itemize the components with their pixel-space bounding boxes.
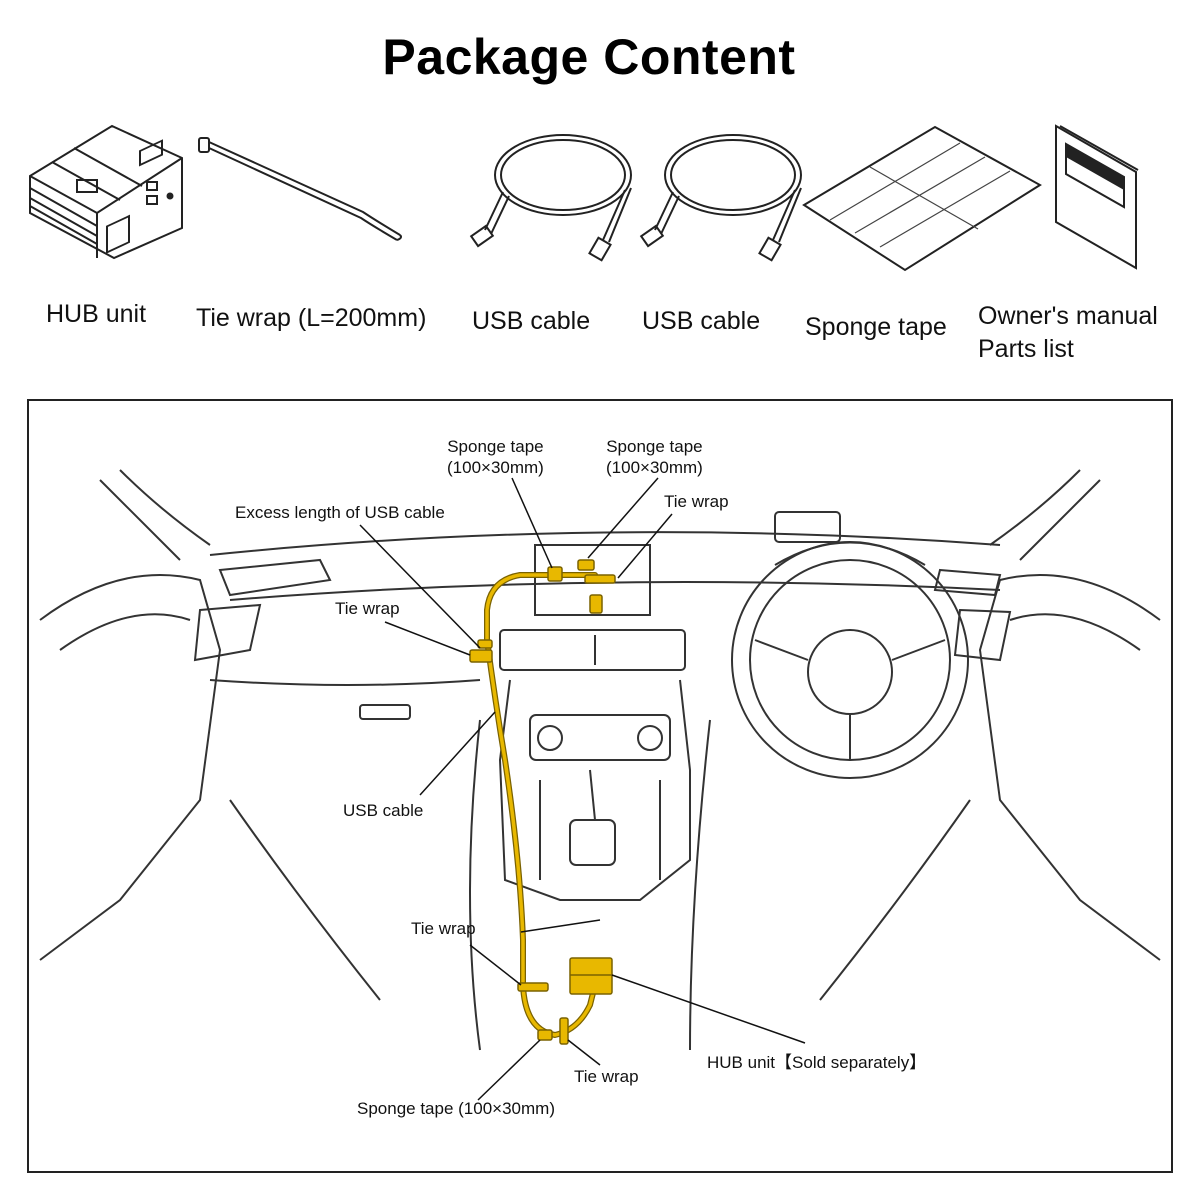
item-label-parts-list: Parts list [978, 335, 1074, 363]
item-label-tie-wrap: Tie wrap (L=200mm) [196, 304, 427, 332]
page-title: Package Content [382, 29, 796, 85]
hub-unit-icon [29, 124, 183, 260]
callout-tie-wrap-lower: Tie wrap [411, 919, 476, 938]
callout-sponge-tape-bottom: Sponge tape (100×30mm) [357, 1099, 555, 1118]
item-label-usb-cable-2: USB cable [642, 307, 761, 335]
callout-hub-unit: HUB unit【Sold separately】 [707, 1053, 927, 1072]
callout-sponge-tape-1: Sponge tape (100×30mm) [447, 437, 544, 477]
callout-excess-length: Excess length of USB cable [235, 503, 445, 522]
callout-tie-wrap-top: Tie wrap [664, 492, 729, 511]
manual-icon [1055, 124, 1139, 270]
car-interior-illustration [39, 469, 1161, 1101]
callout-tie-wrap-bottom: Tie wrap [574, 1067, 639, 1086]
callout-sponge-tape-2: Sponge tape (100×30mm) [606, 437, 703, 477]
item-label-usb-cable-1: USB cable [472, 307, 591, 335]
item-label-sponge-tape: Sponge tape [805, 313, 947, 341]
sponge-tape-icon [802, 125, 1042, 272]
installation-diagram-frame [27, 399, 1173, 1173]
tie-wrap-icon [198, 137, 402, 241]
item-label-owners-manual: Owner's manual [978, 302, 1158, 330]
callout-tie-wrap-left: Tie wrap [335, 599, 400, 618]
usb-cable-icon [469, 134, 632, 262]
callout-usb-cable: USB cable [343, 801, 424, 820]
item-label-hub-unit: HUB unit [46, 300, 147, 328]
usb-cable-icon [639, 134, 802, 262]
